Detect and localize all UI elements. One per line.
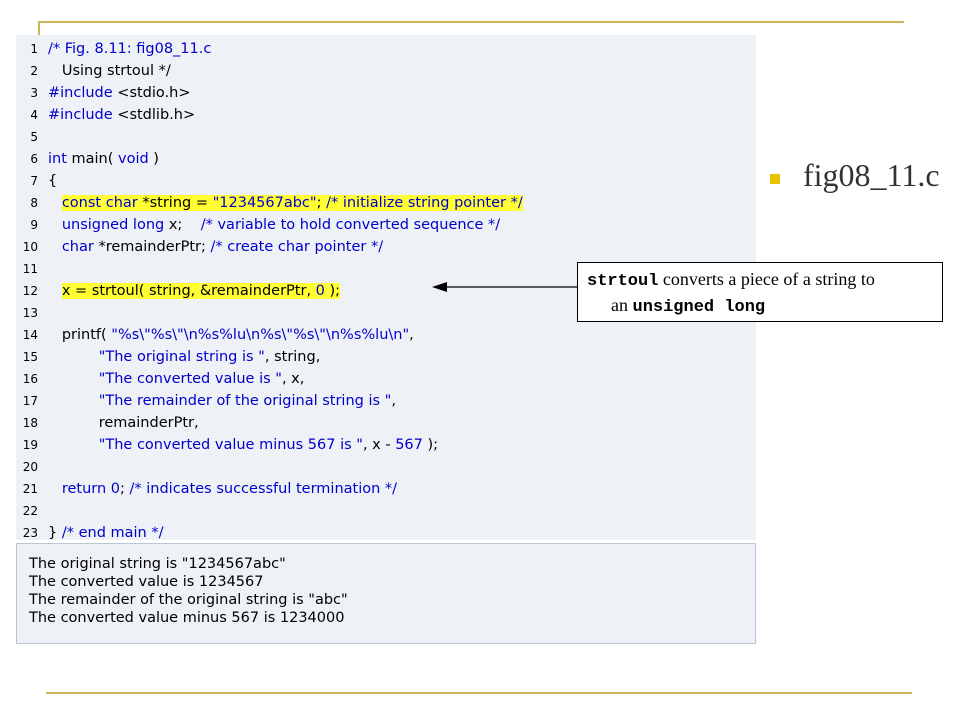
code-text: { <box>48 173 58 189</box>
line-number: 13 <box>22 306 38 320</box>
line-number: 2 <box>30 64 38 78</box>
code-line: 20 <box>16 456 756 478</box>
callout-line-1: strtoul converts a piece of a string to <box>587 269 875 291</box>
code-text: remainderPtr, <box>48 415 199 431</box>
code-line: 8 const char *string = "1234567abc"; /* … <box>16 192 756 214</box>
code-line: 16 "The converted value is ", x, <box>16 368 756 390</box>
code-text: unsigned long x; /* variable to hold con… <box>61 217 501 233</box>
code-line: 9 unsigned long x; /* variable to hold c… <box>16 214 756 236</box>
line-number: 4 <box>30 108 38 122</box>
code-line: 5 <box>16 126 756 148</box>
line-number: 10 <box>22 240 38 254</box>
output-line: The converted value is 1234567 <box>29 574 264 590</box>
code-line: 18 remainderPtr, <box>16 412 756 434</box>
code-line: 4 #include <stdlib.h> <box>16 104 756 126</box>
code-text: #include <stdlib.h> <box>48 107 196 123</box>
top-rule-tick <box>38 21 40 35</box>
code-text: #include <stdio.h> <box>48 85 191 101</box>
line-number: 19 <box>22 438 38 452</box>
line-number: 18 <box>22 416 38 430</box>
code-text: printf( "%s\"%s\"\n%s%lu\n%s\"%s\"\n%s%l… <box>48 327 414 343</box>
code-line: 1 /* Fig. 8.11: fig08_11.c <box>16 38 756 60</box>
program-output: The original string is "1234567abc" The c… <box>16 543 756 644</box>
output-line: The remainder of the original string is … <box>29 592 348 608</box>
top-rule <box>38 21 904 23</box>
code-line: 15 "The original string is ", string, <box>16 346 756 368</box>
code-line: 17 "The remainder of the original string… <box>16 390 756 412</box>
code-line: 3 #include <stdio.h> <box>16 82 756 104</box>
bottom-rule <box>46 692 912 694</box>
line-number: 21 <box>22 482 38 496</box>
code-text: char *remainderPtr; /* create char point… <box>61 239 384 255</box>
line-number: 7 <box>30 174 38 188</box>
callout-code-type: unsigned long <box>632 298 766 317</box>
line-number: 1 <box>30 42 38 56</box>
line-number: 20 <box>22 460 38 474</box>
code-line: 14 printf( "%s\"%s\"\n%s%lu\n%s\"%s\"\n%… <box>16 324 756 346</box>
code-line: 6 int main( void ) <box>16 148 756 170</box>
code-line: 23 } /* end main */ <box>16 522 756 544</box>
line-number: 3 <box>30 86 38 100</box>
line-number: 15 <box>22 350 38 364</box>
output-line: The converted value minus 567 is 1234000 <box>29 610 345 626</box>
line-number: 9 <box>30 218 38 232</box>
code-text: "The converted value minus 567 is ", x -… <box>98 437 439 453</box>
code-line: 7{ <box>16 170 756 192</box>
code-line: 2 Using strtoul */ <box>16 60 756 82</box>
callout-arrow-head <box>432 282 447 292</box>
line-number: 14 <box>22 328 38 342</box>
bullet-icon <box>770 174 780 184</box>
code-line: 13 <box>16 302 756 324</box>
code-text: const char *string = "1234567abc"; /* in… <box>61 195 523 211</box>
line-number: 5 <box>30 130 38 144</box>
callout-text-2: an <box>611 295 633 315</box>
code-text: } /* end main */ <box>48 525 164 541</box>
callout-box: strtoul converts a piece of a string to … <box>577 262 943 322</box>
line-number: 17 <box>22 394 38 408</box>
callout-text-1: converts a piece of a string to <box>658 269 875 289</box>
code-line: 21 return 0; /* indicates successful ter… <box>16 478 756 500</box>
code-line: 22 <box>16 500 756 522</box>
code-text: "The remainder of the original string is… <box>98 393 396 409</box>
line-number: 16 <box>22 372 38 386</box>
code-line: 19 "The converted value minus 567 is ", … <box>16 434 756 456</box>
line-number: 23 <box>22 526 38 540</box>
line-number: 11 <box>22 262 38 276</box>
code-text: "The original string is ", string, <box>98 349 321 365</box>
line-number: 8 <box>30 196 38 210</box>
code-text: Using strtoul */ <box>48 63 171 79</box>
line-number: 12 <box>22 284 38 298</box>
code-line: 11 <box>16 258 756 280</box>
slide-title: fig08_11.c <box>803 157 940 193</box>
code-text: return 0; /* indicates successful termin… <box>61 481 398 497</box>
line-number: 22 <box>22 504 38 518</box>
code-text: /* Fig. 8.11: fig08_11.c <box>48 41 212 57</box>
line-number: 6 <box>30 152 38 166</box>
code-text: int main( void ) <box>48 151 159 167</box>
code-line: 12 x = strtoul( string, &remainderPtr, 0… <box>16 280 756 302</box>
callout-line-2: an unsigned long <box>611 295 765 317</box>
code-line: 10 char *remainderPtr; /* create char po… <box>16 236 756 258</box>
callout-code-strtoul: strtoul <box>587 272 659 291</box>
output-line: The original string is "1234567abc" <box>29 556 286 572</box>
code-text: x = strtoul( string, &remainderPtr, 0 ); <box>61 283 341 299</box>
code-text: "The converted value is ", x, <box>98 371 305 387</box>
